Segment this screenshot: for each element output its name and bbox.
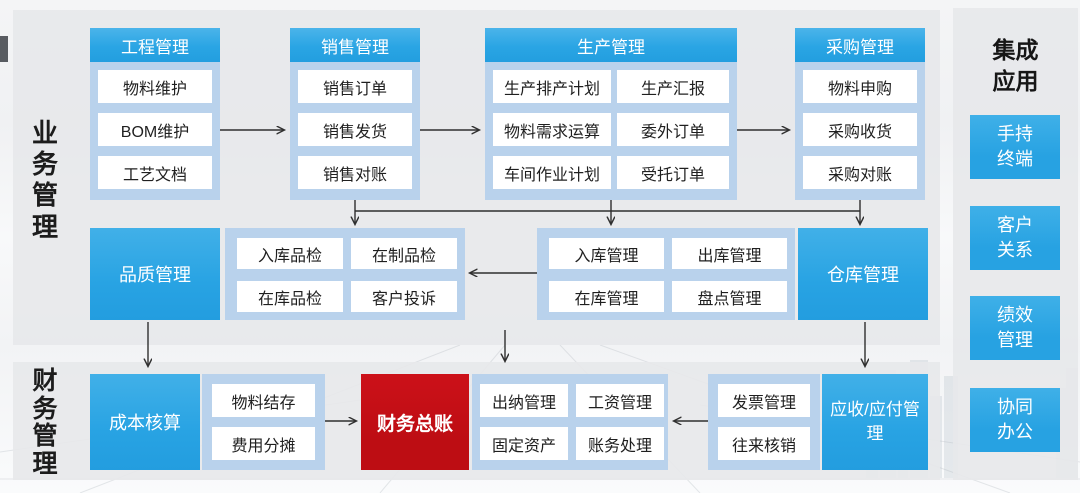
- group-engineering: 工程管理 物料维护 BOM维护 工艺文档: [90, 28, 220, 200]
- warehouse-item-4: 盘点管理: [672, 281, 787, 312]
- sales-header: 销售管理: [290, 28, 420, 62]
- sales-item-1: 销售订单: [298, 70, 412, 103]
- production-item-3: 物料需求运算: [493, 113, 611, 146]
- warehouse-item-2: 出库管理: [672, 238, 787, 269]
- quality-item-1: 入库品检: [237, 238, 343, 269]
- group-sales: 销售管理 销售订单 销售发货 销售对账: [290, 28, 420, 200]
- production-item-4: 委外订单: [617, 113, 729, 146]
- cost-items-group: 物料结存 费用分摊: [202, 374, 325, 470]
- finance-section-label: 财务管理: [32, 367, 58, 478]
- production-item-1: 生产排产计划: [493, 70, 611, 103]
- purchasing-item-1: 物料申购: [803, 70, 917, 103]
- integration-item-oa: 协同办公: [970, 388, 1060, 452]
- invoice-items-group: 发票管理 往来核销: [708, 374, 820, 470]
- engineering-item-1: 物料维护: [98, 70, 212, 103]
- invoice-item-1: 发票管理: [718, 384, 810, 417]
- general-ledger-box: 财务总账: [361, 374, 469, 470]
- quality-item-4: 客户投诉: [351, 281, 457, 312]
- engineering-item-2: BOM维护: [98, 113, 212, 146]
- receivable-payable-box: 应收/应付管理: [822, 374, 928, 470]
- integration-item-performance: 绩效管理: [970, 296, 1060, 360]
- cashier-item-4: 账务处理: [576, 427, 664, 460]
- sales-item-2: 销售发货: [298, 113, 412, 146]
- warehouse-items-group: 入库管理 出库管理 在库管理 盘点管理: [537, 228, 795, 320]
- group-purchasing: 采购管理 物料申购 采购收货 采购对账: [795, 28, 925, 200]
- integration-item-handheld: 手持终端: [970, 115, 1060, 179]
- quality-item-2: 在制品检: [351, 238, 457, 269]
- engineering-item-3: 工艺文档: [98, 156, 212, 189]
- purchasing-item-2: 采购收货: [803, 113, 917, 146]
- group-production: 生产管理 生产排产计划 生产汇报 物料需求运算 委外订单 车间作业计划 受托订单: [485, 28, 737, 200]
- cost-item-1: 物料结存: [212, 384, 315, 417]
- purchasing-header: 采购管理: [795, 28, 925, 62]
- integration-title: 集成应用: [992, 37, 1039, 95]
- quality-items-group: 入库品检 在制品检 在库品检 客户投诉: [225, 228, 465, 320]
- production-item-5: 车间作业计划: [493, 156, 611, 189]
- production-header: 生产管理: [485, 28, 737, 62]
- business-section-label: 业务管理: [31, 118, 58, 242]
- invoice-item-2: 往来核销: [718, 427, 810, 460]
- cashier-item-3: 固定资产: [480, 427, 568, 460]
- integration-item-crm: 客户关系: [970, 206, 1060, 270]
- receivable-payable-label: 应收/应付管理: [830, 400, 920, 443]
- cost-item-2: 费用分摊: [212, 427, 315, 460]
- cashier-item-2: 工资管理: [576, 384, 664, 417]
- warehouse-item-3: 在库管理: [549, 281, 664, 312]
- quality-management-box: 品质管理: [90, 228, 220, 320]
- warehouse-management-box: 仓库管理: [798, 228, 928, 320]
- quality-item-3: 在库品检: [237, 281, 343, 312]
- photo-edge-decor: [0, 36, 8, 62]
- cost-accounting-box: 成本核算: [90, 374, 200, 470]
- production-item-6: 受托订单: [617, 156, 729, 189]
- cashier-items-group: 出纳管理 工资管理 固定资产 账务处理: [472, 374, 668, 470]
- cashier-item-1: 出纳管理: [480, 384, 568, 417]
- warehouse-item-1: 入库管理: [549, 238, 664, 269]
- sales-item-3: 销售对账: [298, 156, 412, 189]
- purchasing-item-3: 采购对账: [803, 156, 917, 189]
- engineering-header: 工程管理: [90, 28, 220, 62]
- production-item-2: 生产汇报: [617, 70, 729, 103]
